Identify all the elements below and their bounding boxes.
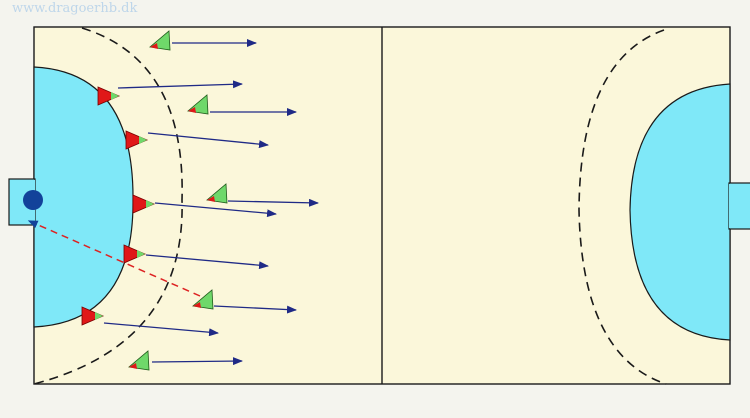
attacker-marker-4 xyxy=(192,289,214,310)
attacker-marker-3 xyxy=(206,183,228,204)
pass-layer xyxy=(27,220,201,297)
movement-arrow-10 xyxy=(151,357,243,366)
right-free-throw-line xyxy=(578,29,667,385)
attacker-marker-2 xyxy=(187,94,209,115)
right-goal xyxy=(728,182,750,230)
attacker-marker-5 xyxy=(128,350,150,371)
movement-arrows xyxy=(103,39,319,366)
defender-marker-5 xyxy=(81,306,105,326)
movement-arrow-2 xyxy=(117,80,243,89)
defender-marker-3 xyxy=(132,194,156,214)
pass-line xyxy=(27,220,201,297)
defender-marker-2 xyxy=(125,130,149,150)
defender-marker-1 xyxy=(97,86,121,106)
watermark: www.dragoerhb.dk xyxy=(12,1,138,16)
movement-arrow-6 xyxy=(154,202,277,218)
defender-marker-4 xyxy=(123,244,147,264)
ball-marker xyxy=(23,190,43,210)
left-free-throw-line xyxy=(33,27,183,385)
right-goal-area xyxy=(629,83,731,341)
movement-arrow-7 xyxy=(145,254,269,270)
attacker-marker-1 xyxy=(149,30,171,51)
movement-arrow-9 xyxy=(103,322,219,337)
movement-arrow-4 xyxy=(147,132,269,149)
movement-arrow-5 xyxy=(227,198,319,207)
movement-arrow-8 xyxy=(213,305,297,314)
players xyxy=(23,30,228,371)
